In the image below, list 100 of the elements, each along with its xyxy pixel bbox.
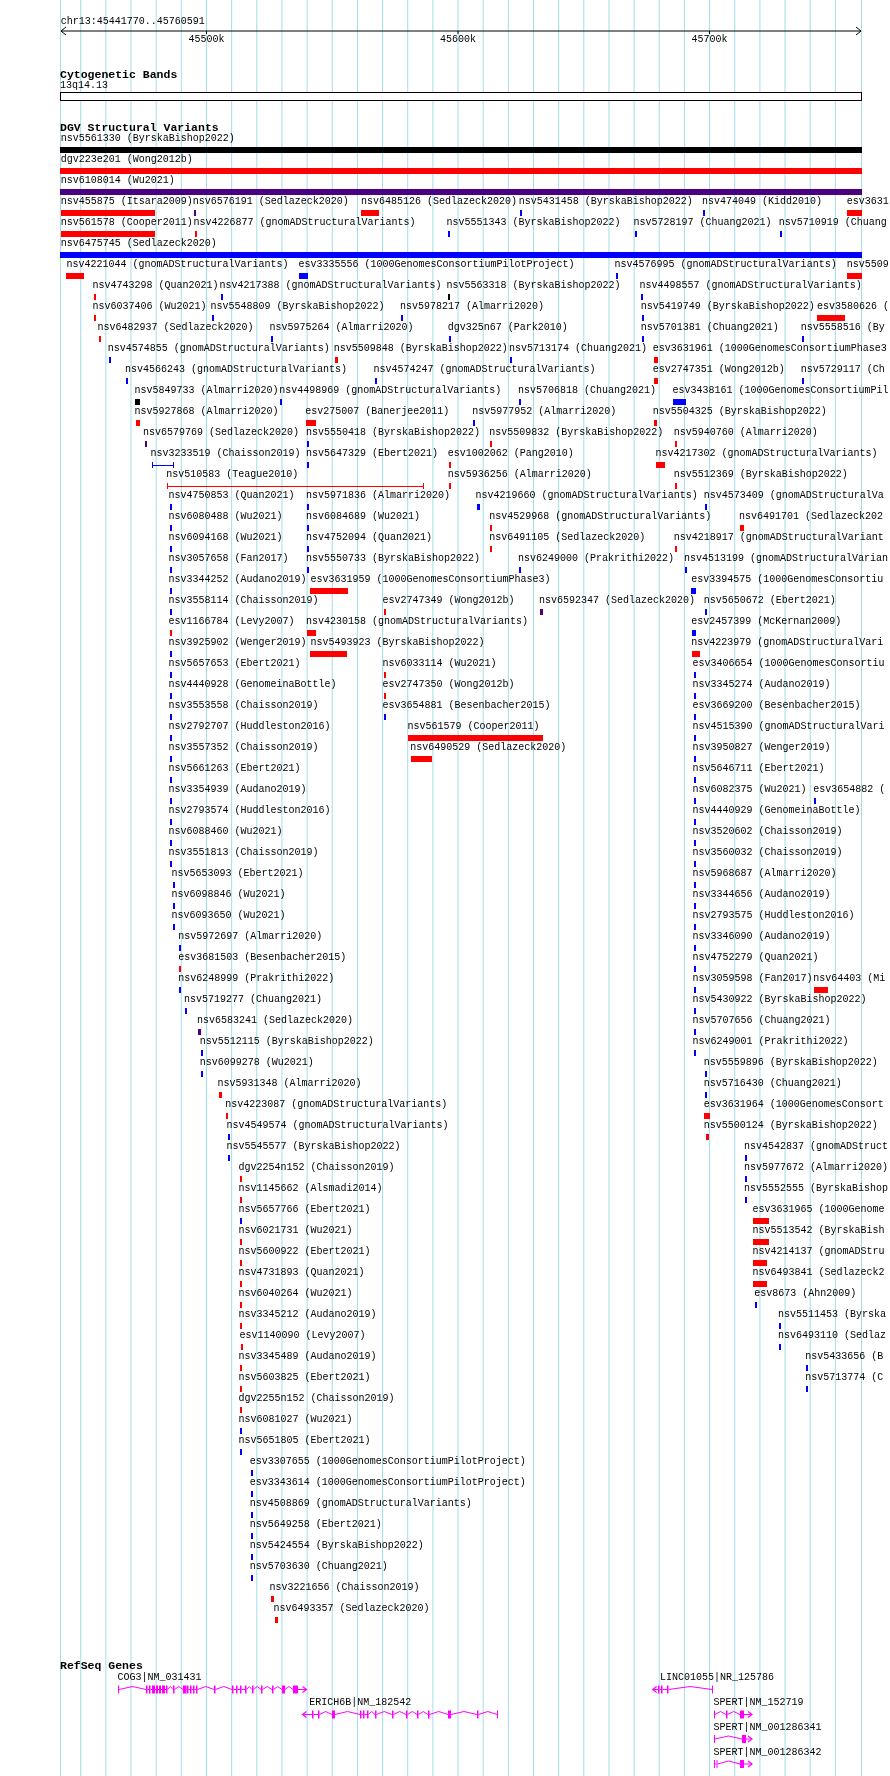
variant-label: esv8673 (Ahn2009)	[754, 1288, 857, 1300]
variant-label: nsv5968687 (Almarri2020)	[692, 868, 837, 880]
variant-label: nsv5972697 (Almarri2020)	[178, 931, 323, 943]
track-title: RefSeq Genes	[60, 1659, 143, 1673]
variant-label: esv1140090 (Levy2007)	[239, 1330, 366, 1342]
variant-label: esv3631959 (1000GenomesConsortiumPhase3)	[310, 574, 551, 586]
variant-label: nsv6088460 (Wu2021)	[168, 826, 283, 838]
variant-label: nsv3553558 (Chaisson2019)	[168, 700, 319, 712]
variant-label: nsv5419749 (ByrskaBishop2022)	[640, 301, 815, 313]
variant-label: nsv5431458 (ByrskaBishop2022)	[518, 196, 693, 208]
variant-label: nsv3925902 (Wenger2019)	[168, 637, 307, 649]
variant-label: nsv6576191 (Sedlazeck2020)	[192, 196, 349, 208]
variant-label: nsv6493357 (Sedlazeck2020)	[273, 1603, 430, 1615]
variant-label: nsv3059598 (Fan2017)	[692, 973, 813, 985]
variant-label: nsv5661263 (Ebert2021)	[168, 763, 301, 775]
variant-label: nsv5552555 (ByrskaBishop	[744, 1183, 889, 1195]
variant-label: nsv4549574 (gnomADStructuralVariants)	[226, 1120, 449, 1132]
variant-label: nsv6592347 (Sedlazeck2020)	[539, 595, 696, 607]
track-title: Cytogenetic Bands	[60, 67, 178, 81]
variant-label: nsv6099278 (Wu2021)	[199, 1057, 314, 1069]
variant-label: esv2747349 (Wong2012b)	[382, 595, 515, 607]
variant-label: nsv6493841 (Sedlazeck2	[752, 1267, 885, 1279]
variant-label: nsv4223087 (gnomADStructuralVariants)	[225, 1099, 448, 1111]
tick-label: 45600k	[440, 34, 476, 46]
variant-label: nsv2793574 (Huddleston2016)	[168, 805, 331, 817]
variant-label: nsv4752279 (Quan2021)	[692, 952, 819, 964]
variant-label: nsv4214137 (gnomADStru	[752, 1246, 885, 1258]
variant-label: nsv4542837 (gnomADStruct	[744, 1141, 889, 1153]
variant-label: nsv6485126 (Sedlazeck2020)	[361, 196, 518, 208]
variant-label: esv3631964 (1000GenomesConsort	[703, 1099, 884, 1111]
variant-label: nsv5701381 (Chuang2021)	[640, 322, 779, 334]
variant-label: nsv5710919 (Chuang	[778, 217, 887, 229]
variant-label: nsv5545577 (ByrskaBishop2022)	[226, 1141, 401, 1153]
variant-label: esv3631	[846, 196, 889, 208]
variant-label: nsv5493923 (ByrskaBishop2022)	[310, 637, 485, 649]
variant-label: nsv6482937 (Sedlazeck2020)	[97, 322, 254, 334]
variant-label: nsv5657766 (Ebert2021)	[238, 1204, 371, 1216]
gene-label: SPERT|NM_001286341	[713, 1721, 822, 1734]
variant-label: esv3654881 (Besenbacher2015)	[382, 700, 551, 712]
gene-label: COG3|NM_031431	[117, 1671, 202, 1684]
variant-label: nsv5500124 (ByrskaBishop2022)	[703, 1120, 878, 1132]
variant-label: nsv6108014 (Wu2021)	[60, 175, 175, 187]
variant-label: esv2747351 (Wong2012b)	[652, 364, 785, 376]
variant-label: nsv5509848 (ByrskaBishop2022)	[333, 343, 508, 355]
variant-label: nsv5713174 (Chuang2021)	[509, 343, 648, 355]
variant-label: nsv5978217 (Almarri2020)	[400, 301, 545, 313]
gene-label: ERICH6B|NM_182542	[309, 1696, 412, 1709]
variant-label: esv3580626 (	[817, 301, 889, 313]
variant-label: nsv4226877 (gnomADStructuralVariants)	[193, 217, 416, 229]
variant-label: esv3681503 (Besenbacher2015)	[178, 952, 347, 964]
variant-label: nsv4576995 (gnomADStructuralVariants)	[614, 259, 837, 271]
variant-label: nsv6084689 (Wu2021)	[306, 511, 421, 523]
variant-label: nsv474049 (Kidd2010)	[702, 196, 823, 208]
band-label: 13q14.13	[60, 80, 108, 92]
variant-label: nsv5511453 (Byrska	[778, 1309, 887, 1321]
variant-label: nsv510583 (Teague2010)	[166, 469, 299, 481]
tick-label: 45500k	[188, 34, 225, 46]
variant-label: nsv3057658 (Fan2017)	[168, 553, 289, 565]
variant-label: nsv4752094 (Quan2021)	[306, 532, 433, 544]
variant-label: nsv5504325 (ByrskaBishop2022)	[652, 406, 827, 418]
variant-label: nsv5940760 (Almarri2020)	[673, 427, 818, 439]
variant-label: nsv5849733 (Almarri2020)	[134, 385, 279, 397]
variant-label: nsv4529968 (gnomADStructuralVariants)	[489, 511, 712, 523]
variant-label: nsv4574247 (gnomADStructuralVariants)	[373, 364, 596, 376]
variant-label: nsv5548809 (ByrskaBishop2022)	[210, 301, 385, 313]
variant-label: nsv6081027 (Wu2021)	[238, 1414, 353, 1426]
variant-label: nsv5977952 (Almarri2020)	[472, 406, 617, 418]
variant-label: nsv5424554 (ByrskaBishop2022)	[249, 1540, 424, 1552]
variant-label: nsv6579769 (Sedlazeck2020)	[143, 427, 300, 439]
variant-label: nsv4223979 (gnomADStructuralVari	[691, 637, 884, 649]
variant-label: esv275007 (Banerjee2011)	[305, 406, 450, 418]
variant-label: nsv64403 (Mi	[813, 973, 886, 985]
variant-label: nsv5550733 (ByrskaBishop2022)	[306, 553, 481, 565]
variant-label: nsv4513199 (gnomADStructuralVarian	[684, 553, 889, 565]
variant-label: nsv5512115 (ByrskaBishop2022)	[199, 1036, 374, 1048]
variant-label: esv1166784 (Levy2007)	[168, 616, 295, 628]
variant-label: nsv5558516 (By	[800, 322, 885, 334]
variant-label: nsv4221044 (gnomADStructuralVariants)	[66, 259, 289, 271]
variant-label: nsv5975264 (Almarri2020)	[269, 322, 414, 334]
gene-label: LINC01055|NR_125786	[660, 1671, 775, 1684]
variant-label: esv3631961 (1000GenomesConsortiumPhase3	[652, 343, 887, 355]
variant-label: nsv3345274 (Audano2019)	[692, 679, 831, 691]
variant-label: nsv2792707 (Huddleston2016)	[168, 721, 331, 733]
variant-label: nsv3346090 (Audano2019)	[692, 931, 831, 943]
variant-label: nsv5509832 (ByrskaBishop2022)	[489, 427, 664, 439]
variant-label: nsv3344252 (Audano2019)	[168, 574, 307, 586]
variant-label: nsv4498969 (gnomADStructuralVariants)	[279, 385, 502, 397]
variant-label: esv3438161 (1000GenomesConsortiumPil	[672, 385, 889, 397]
variant-label: nsv5651805 (Ebert2021)	[238, 1435, 371, 1447]
variant-label: dgv2254n152 (Chaisson2019)	[238, 1162, 395, 1174]
variant-label: nsv4218917 (gnomADStructuralVariant	[673, 532, 884, 544]
variant-label: nsv4219660 (gnomADStructuralVariants)	[475, 490, 698, 502]
variant-label: nsv4731893 (Quan2021)	[238, 1267, 365, 1279]
variant-label: nsv4440928 (GenomeinaBottle)	[168, 679, 337, 691]
variant-label: nsv3557352 (Chaisson2019)	[168, 742, 319, 754]
variant-label: nsv6098846 (Wu2021)	[171, 889, 286, 901]
variant-label: nsv5513542 (ByrskaBish	[752, 1225, 885, 1237]
variant-label: nsv3551813 (Chaisson2019)	[168, 847, 319, 859]
gene-label: SPERT|NM_152719	[713, 1696, 804, 1709]
variant-label: nsv4217302 (gnomADStructuralVariants)	[655, 448, 878, 460]
